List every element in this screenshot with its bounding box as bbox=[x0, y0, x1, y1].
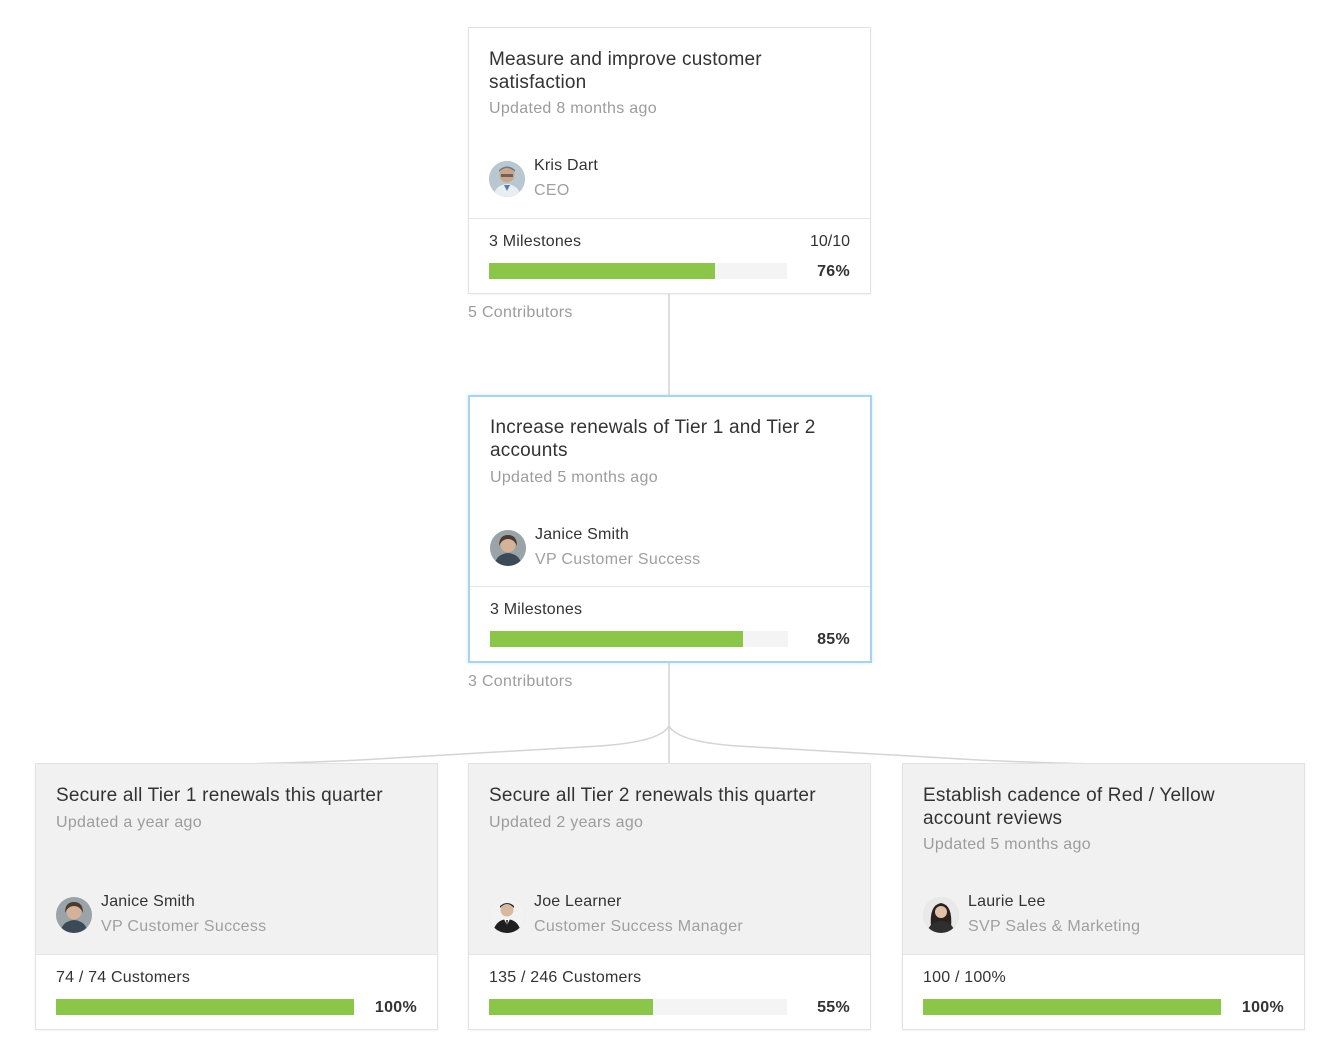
goal-card-child-2[interactable]: Secure all Tier 2 renewals this quarter … bbox=[468, 763, 871, 1030]
goal-progress-section: 3 Milestones 10/10 76% bbox=[469, 218, 870, 293]
progress-bar bbox=[56, 999, 354, 1015]
progress-bar-fill bbox=[490, 631, 744, 647]
progress-bar bbox=[923, 999, 1221, 1015]
progress-bar-fill bbox=[489, 263, 716, 279]
avatar-joe-learner-icon bbox=[489, 897, 525, 933]
goal-owner[interactable]: Kris Dart CEO bbox=[489, 157, 860, 201]
connector-middle-child-3 bbox=[668, 725, 1104, 765]
progress-bar-fill bbox=[489, 999, 653, 1015]
progress-percent: 76% bbox=[817, 263, 850, 280]
avatar bbox=[923, 897, 959, 933]
goal-progress-section: 135 / 246 Customers 55% bbox=[469, 954, 870, 1029]
contributors-link[interactable]: 3 Contributors bbox=[468, 673, 573, 690]
progress-percent: 100% bbox=[374, 999, 417, 1016]
goal-title[interactable]: Secure all Tier 2 renewals this quarter bbox=[489, 785, 816, 806]
customers-label: 74 / 74 Customers bbox=[56, 969, 191, 986]
avatar-janice-smith-icon bbox=[490, 530, 526, 566]
owner-name: Kris Dart bbox=[534, 157, 599, 174]
goal-card-root[interactable]: Measure and improve customer satisfactio… bbox=[468, 27, 871, 294]
goal-updated: Updated 2 years ago bbox=[489, 814, 644, 831]
milestones-label: 3 Milestones bbox=[490, 601, 583, 618]
owner-name: Joe Learner bbox=[534, 893, 622, 910]
goal-progress-section: 74 / 74 Customers 100% bbox=[36, 954, 437, 1029]
goal-title[interactable]: Increase renewals of Tier 1 and Tier 2 a… bbox=[490, 417, 816, 461]
avatar-janice-smith-icon bbox=[56, 897, 92, 933]
owner-role: Customer Success Manager bbox=[534, 918, 744, 935]
goal-progress-section: 3 Milestones 85% bbox=[470, 586, 870, 661]
goal-card-child-3[interactable]: Establish cadence of Red / Yellow accoun… bbox=[902, 763, 1305, 1030]
avatar-laurie-lee-icon bbox=[923, 897, 959, 933]
progress-percent: 85% bbox=[817, 631, 850, 648]
goal-title[interactable]: Secure all Tier 1 renewals this quarter bbox=[56, 785, 383, 806]
progress-bar-fill bbox=[56, 999, 354, 1015]
percent-label: 100 / 100% bbox=[923, 969, 1006, 986]
progress-bar-fill bbox=[923, 999, 1221, 1015]
goal-updated: Updated 5 months ago bbox=[490, 469, 658, 486]
avatar bbox=[56, 897, 92, 933]
goal-owner[interactable]: Janice Smith VP Customer Success bbox=[56, 893, 427, 937]
goal-owner[interactable]: Laurie Lee SVP Sales & Marketing bbox=[923, 893, 1294, 937]
owner-role: VP Customer Success bbox=[535, 551, 701, 568]
progress-bar bbox=[490, 631, 788, 647]
goal-owner[interactable]: Janice Smith VP Customer Success bbox=[490, 526, 860, 570]
goal-updated: Updated 8 months ago bbox=[489, 100, 657, 117]
goal-updated: Updated a year ago bbox=[56, 814, 202, 831]
goal-title[interactable]: Establish cadence of Red / Yellow accoun… bbox=[923, 785, 1215, 829]
customers-label: 135 / 246 Customers bbox=[489, 969, 642, 986]
goal-card-middle[interactable]: Increase renewals of Tier 1 and Tier 2 a… bbox=[468, 395, 872, 663]
goal-progress-section: 100 / 100% 100% bbox=[903, 954, 1304, 1029]
contributors-link[interactable]: 5 Contributors bbox=[468, 304, 573, 321]
avatar bbox=[489, 897, 525, 933]
progress-percent: 100% bbox=[1241, 999, 1284, 1016]
owner-name: Laurie Lee bbox=[968, 893, 1046, 910]
avatar-kris-dart-icon bbox=[489, 161, 525, 197]
connector-middle-child-1 bbox=[235, 725, 670, 765]
owner-role: SVP Sales & Marketing bbox=[968, 918, 1141, 935]
goal-updated: Updated 5 months ago bbox=[923, 836, 1091, 853]
owner-role: CEO bbox=[534, 182, 570, 199]
owner-role: VP Customer Success bbox=[101, 918, 267, 935]
milestones-label: 3 Milestones bbox=[489, 233, 582, 250]
progress-bar bbox=[489, 999, 787, 1015]
goal-title[interactable]: Measure and improve customer satisfactio… bbox=[489, 49, 762, 93]
progress-percent: 55% bbox=[817, 999, 850, 1016]
milestones-count: 10/10 bbox=[809, 233, 850, 250]
goal-owner[interactable]: Joe Learner Customer Success Manager bbox=[489, 893, 860, 937]
goal-card-child-1[interactable]: Secure all Tier 1 renewals this quarter … bbox=[35, 763, 438, 1030]
owner-name: Janice Smith bbox=[535, 526, 629, 543]
owner-name: Janice Smith bbox=[101, 893, 195, 910]
progress-bar bbox=[489, 263, 787, 279]
avatar bbox=[490, 530, 526, 566]
avatar bbox=[489, 161, 525, 197]
